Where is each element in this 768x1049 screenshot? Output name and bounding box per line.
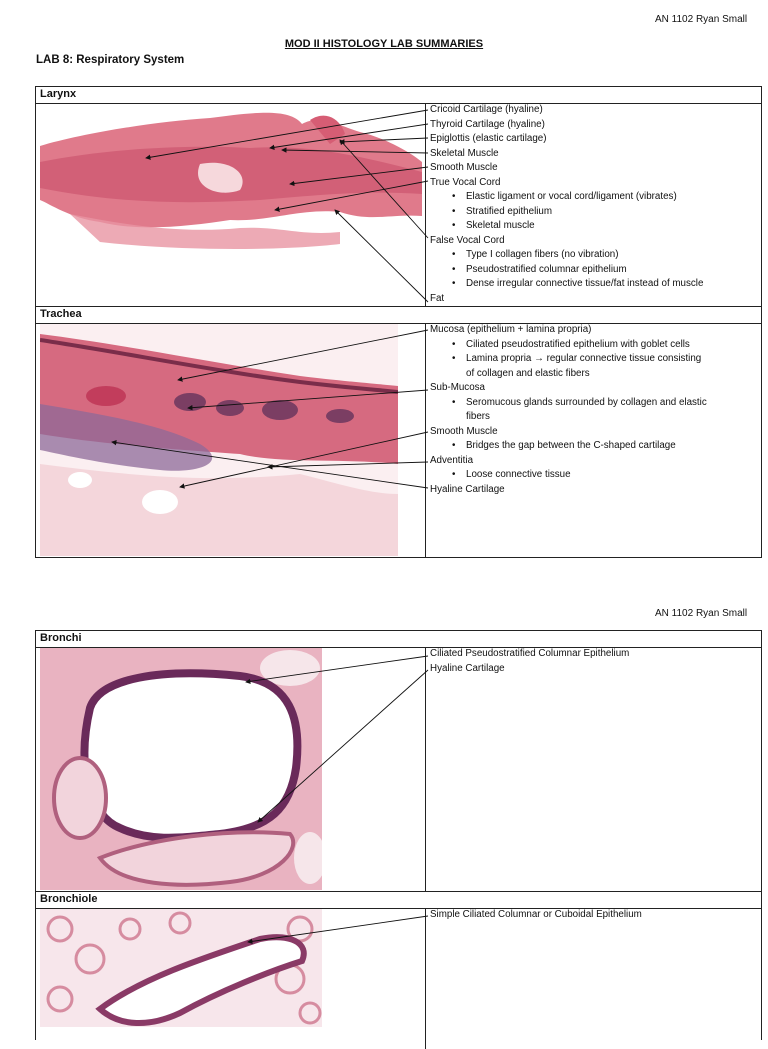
bronchiole-notes: Simple Ciliated Columnar or Cuboidal Epi… [430, 908, 642, 923]
note: Cricoid Cartilage (hyaline) [430, 104, 543, 115]
column-divider [425, 909, 426, 1049]
note-bullet: Bridges the gap between the C-shaped car… [430, 439, 707, 454]
note: Epiglottis (elastic cartilage) [430, 133, 547, 144]
note-bullet: Dense irregular connective tissue/fat in… [430, 277, 703, 292]
note-continuation: fibers [466, 411, 490, 422]
note: Ciliated Pseudostratified Columnar Epith… [430, 648, 630, 659]
trachea-notes: Mucosa (epithelium + lamina propria) Cil… [430, 323, 707, 497]
note-continuation: of collagen and elastic fibers [466, 367, 590, 379]
note-bullet: Type I collagen fibers (no vibration) [430, 248, 703, 263]
note: Adventitia [430, 454, 474, 466]
note: Mucosa (epithelium + lamina propria) [430, 324, 592, 335]
larynx-notes: Cricoid Cartilage (hyaline) Thyroid Cart… [430, 103, 703, 306]
note-bullet: Skeletal muscle [430, 219, 703, 234]
section-header-bronchiole: Bronchiole [36, 892, 761, 909]
note: Hyaline Cartilage [430, 483, 505, 495]
note: True Vocal Cord [430, 176, 501, 188]
note: False Vocal Cord [430, 234, 505, 246]
bronchi-micrograph [40, 648, 322, 890]
table-larynx-trachea: Larynx Trachea Cricoid Cartilage (hyalin… [35, 86, 762, 558]
note: Simple Ciliated Columnar or Cuboidal Epi… [430, 909, 642, 920]
table-bronchi-bronchiole: Bronchi Bronchiole Ciliated Pseudostrati… [35, 630, 762, 1049]
note-bullet: Lamina propria → regular connective tiss… [430, 352, 707, 367]
note: Smooth Muscle [430, 162, 498, 173]
lab-heading: LAB 8: Respiratory System [36, 54, 185, 66]
author-header-page2: AN 1102 Ryan Small [655, 608, 748, 619]
note-bullet: Ciliated pseudostratified epithelium wit… [430, 338, 707, 353]
bronchiole-micrograph [40, 909, 322, 1027]
trachea-micrograph [40, 324, 398, 556]
section-header-larynx: Larynx [36, 87, 761, 104]
note-bullet: Loose connective tissue [430, 468, 707, 483]
page-title: MOD II HISTOLOGY LAB SUMMARIES [284, 38, 484, 50]
note: Smooth Muscle [430, 425, 498, 437]
section-header-trachea: Trachea [36, 307, 761, 324]
column-divider [425, 104, 426, 306]
note: Hyaline Cartilage [430, 662, 505, 674]
column-divider [425, 324, 426, 558]
row-separator [36, 306, 761, 307]
row-separator [36, 891, 761, 892]
column-divider [425, 648, 426, 891]
note-bullet: Pseudostratified columnar epithelium [430, 263, 703, 278]
note: Fat [430, 292, 445, 304]
note-bullet: Seromucous glands surrounded by collagen… [430, 396, 707, 411]
note: Thyroid Cartilage (hyaline) [430, 118, 545, 130]
annotation-arrows [111, 109, 429, 945]
section-header-bronchi: Bronchi [36, 631, 761, 648]
author-header: AN 1102 Ryan Small [655, 14, 748, 25]
note-bullet: Stratified epithelium [430, 205, 703, 220]
note: Skeletal Muscle [430, 147, 499, 159]
note-bullet: Elastic ligament or vocal cord/ligament … [430, 190, 703, 205]
bronchi-notes: Ciliated Pseudostratified Columnar Epith… [430, 647, 629, 676]
note: Sub-Mucosa [430, 382, 485, 393]
larynx-micrograph [40, 104, 422, 264]
